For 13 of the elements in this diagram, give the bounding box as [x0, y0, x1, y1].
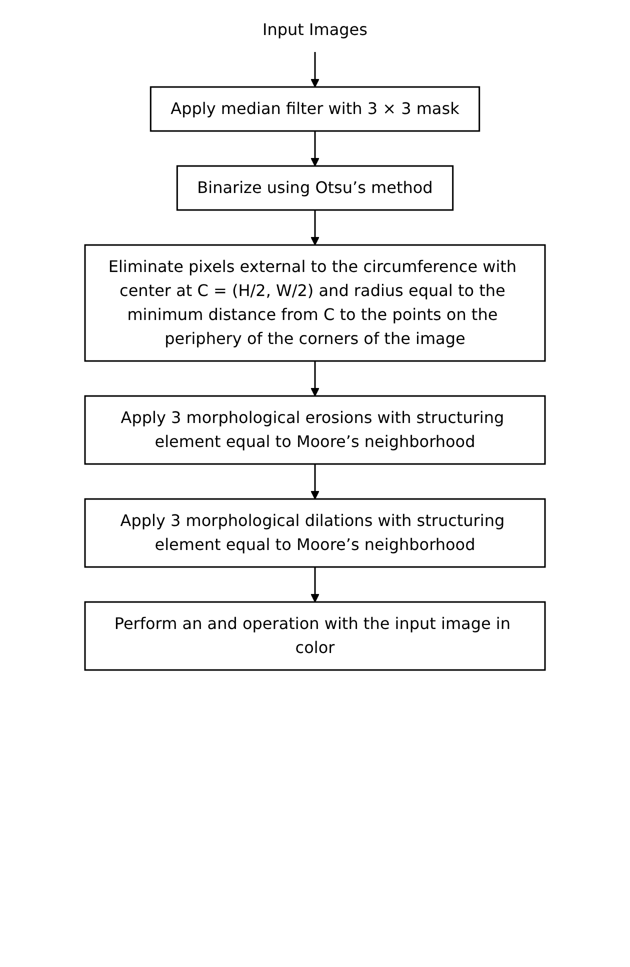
arrow: [310, 464, 320, 500]
node-box: Perform an and operation with the input image in color: [84, 601, 546, 671]
node-box: Binarize using Otsu’s method: [176, 165, 454, 211]
node-box: Apply 3 morphological erosions with structuring element equal to Moore’s neighborhood: [84, 395, 546, 465]
node-box: Apply 3 morphological dilations with structuring element equal to Moore’s neighborhood: [84, 498, 546, 568]
arrow: [310, 52, 320, 88]
node-text: Input Images: [262, 20, 368, 39]
arrow: [310, 567, 320, 602]
arrow: [310, 210, 320, 246]
arrow: [310, 361, 320, 396]
node-box: Eliminate pixels external to the circumference with center at C = (H/2, W/2) and radius equal to the minimum distance from C to the points on the periphery of the corners of the image: [84, 244, 546, 362]
arrow: [310, 131, 320, 166]
node-box: Apply median filter with 3 × 3 mask: [150, 86, 480, 132]
